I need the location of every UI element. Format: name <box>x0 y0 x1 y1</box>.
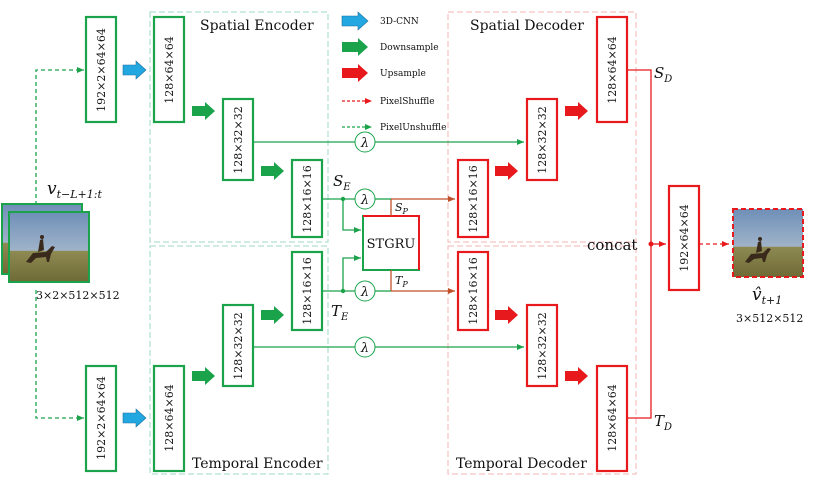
spatial-encoder-block-3 <box>290 158 324 239</box>
td-output-line <box>627 244 652 419</box>
spatial-encoder-block-1-label: 128×64×64 <box>163 36 176 103</box>
input-unshuffle-top-block <box>84 15 118 124</box>
spatial-decoder-title: Spatial Decoder <box>470 18 584 34</box>
downsample-se-1-icon <box>192 102 215 120</box>
legend-downsample-icon <box>342 38 368 56</box>
upsample-sd-1-icon <box>495 162 518 180</box>
stgru-label: STGRU <box>367 237 416 252</box>
input-frame-front <box>8 211 90 283</box>
sd-output-line <box>627 69 652 244</box>
lambda-te <box>354 280 376 302</box>
se-to-stgru-arrow <box>342 199 361 233</box>
te-to-stgru-arrow <box>342 255 361 291</box>
spatial-decoder-block-1-label: 128×16×16 <box>467 165 480 232</box>
output-var: v̂t+1 <box>752 285 782 307</box>
upsample-sd-2-icon <box>565 102 588 120</box>
conv3d-top-icon <box>122 60 147 80</box>
input-unshuffle-bottom-block <box>84 364 118 473</box>
fused-block <box>667 184 701 292</box>
input-var: vt−L+1:t <box>47 179 102 201</box>
legend-pixelunshuffle-label: PixelUnshuffle <box>380 123 446 133</box>
pixelunshuffle-top-arrow <box>35 67 84 205</box>
label-s-e: SE <box>333 172 351 193</box>
label-s-p: SP <box>395 201 409 216</box>
upsample-td-1-icon <box>495 306 518 324</box>
temporal-decoder-block-2-label: 128×32×32 <box>536 312 549 379</box>
input-unshuffle-bottom-label: 192×2×64×64 <box>95 376 108 460</box>
spatial-encoder-block-2 <box>221 97 255 182</box>
legend-upsample-icon <box>342 64 368 82</box>
output-horse-rider-icon <box>745 237 771 263</box>
temporal-decoder-title: Temporal Decoder <box>456 456 587 472</box>
spatial-encoder-title: Spatial Encoder <box>200 18 314 34</box>
temporal-encoder-region <box>149 245 329 475</box>
temporal-decoder-block-1-label: 128×16×16 <box>467 257 480 324</box>
stgru-block-red-edge <box>363 215 420 270</box>
lambda-se <box>354 188 376 210</box>
legend-3d-cnn-icon <box>341 11 369 31</box>
temporal-decoder-region <box>447 245 637 475</box>
temporal-encoder-title: Temporal Encoder <box>192 456 323 472</box>
downsample-te-2-icon <box>261 306 284 324</box>
spatial-decoder-block-2 <box>525 97 559 182</box>
input-dims: 3×2×512×512 <box>36 289 120 302</box>
input-unshuffle-top-label: 192×2×64×64 <box>95 28 108 112</box>
upsample-td-2-icon <box>565 367 588 385</box>
temporal-encoder-block-2-label: 128×32×32 <box>232 312 245 379</box>
label-t-e: TE <box>331 302 349 323</box>
block-arrows <box>122 60 588 428</box>
spatial-encoder-block-1 <box>152 15 186 124</box>
temporal-encoder-block-3-label: 128×16×16 <box>301 257 314 324</box>
temporal-decoder-block-3 <box>595 364 629 473</box>
temporal-encoder-block-1-label: 128×64×64 <box>163 384 176 451</box>
spatial-decoder-block-2-label: 128×32×32 <box>536 106 549 173</box>
label-t-d: TD <box>654 412 672 433</box>
legend-3d-cnn-label: 3D-CNN <box>380 17 419 27</box>
temporal-decoder-block-1 <box>456 250 490 332</box>
spatial-encoder-block-2-label: 128×32×32 <box>232 106 245 173</box>
label-t-p: TP <box>395 274 408 289</box>
temporal-encoder-block-3 <box>290 250 324 332</box>
legend-downsample-label: Downsample <box>380 43 439 53</box>
spatial-decoder-block-1 <box>456 158 490 239</box>
spatial-encoder-block-3-label: 128×16×16 <box>301 165 314 232</box>
lambda-temporal-skip <box>354 336 376 358</box>
spatial-decoder-region <box>447 11 637 243</box>
concat-label: concat <box>587 236 637 254</box>
temporal-decoder-block-2 <box>525 303 559 388</box>
legend: 3D-CNN Downsample Upsample PixelShuffle … <box>341 11 446 133</box>
temporal-encoder-block-1 <box>152 364 186 473</box>
output-dims: 3×512×512 <box>736 312 803 325</box>
legend-upsample-label: Upsample <box>380 69 426 79</box>
output-frame: v̂t+1 3×512×512 <box>732 208 804 325</box>
spatial-encoder-region <box>149 11 329 243</box>
lambda-te-label: λ <box>360 285 369 300</box>
lambda-temporal-skip-label: λ <box>360 341 369 356</box>
lambda-spatial-skip <box>354 131 376 153</box>
lambda-se-label: λ <box>360 193 369 208</box>
downsample-se-2-icon <box>261 162 284 180</box>
conv3d-bottom-icon <box>122 408 147 428</box>
label-s-d: SD <box>654 64 672 85</box>
spatial-decoder-block-3-label: 128×64×64 <box>606 36 619 103</box>
fused-block-label: 192×64×64 <box>678 204 691 271</box>
horse-rider-icon <box>26 235 55 263</box>
pixelunshuffle-bottom-arrow <box>35 290 84 421</box>
downsample-te-1-icon <box>192 367 215 385</box>
output-image <box>732 208 804 278</box>
temporal-encoder-block-2 <box>221 303 255 388</box>
input-frames: vt−L+1:t 3×2×512×512 <box>1 179 120 302</box>
lambda-spatial-skip-label: λ <box>360 136 369 151</box>
legend-pixelshuffle-label: PixelShuffle <box>380 97 435 107</box>
temporal-decoder-block-3-label: 128×64×64 <box>606 384 619 451</box>
